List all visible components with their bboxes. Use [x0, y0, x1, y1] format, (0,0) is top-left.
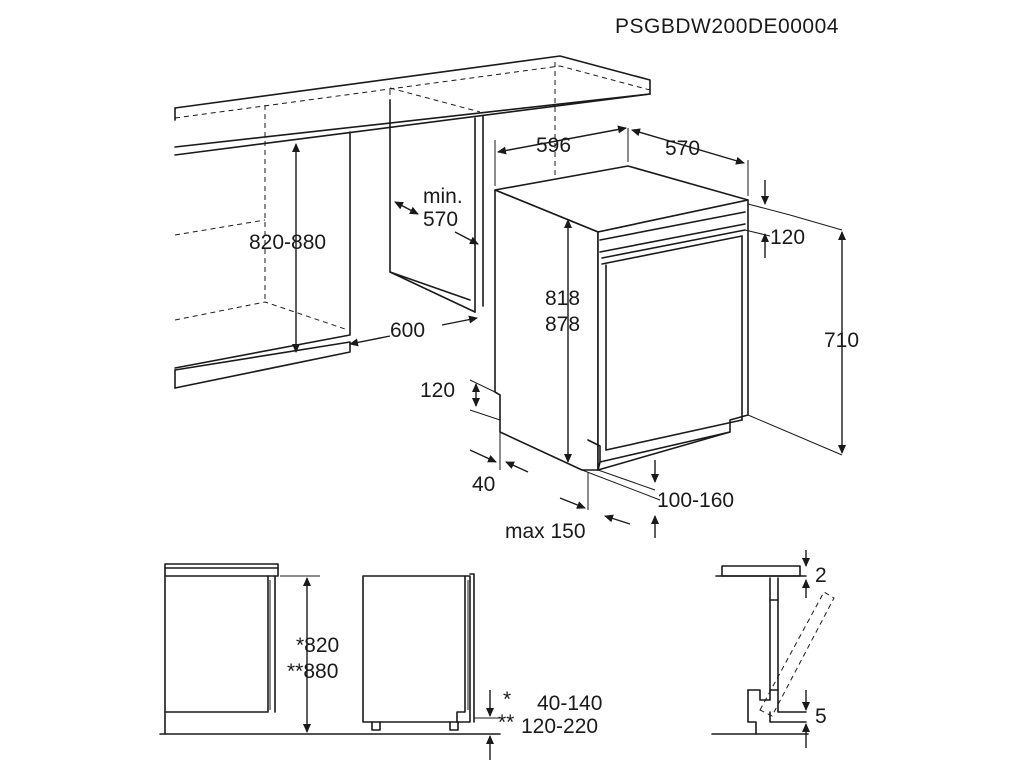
- kitchen-niche: [174, 55, 651, 389]
- label-width: 596: [536, 134, 571, 157]
- label-plinth-b-mark: **: [498, 711, 514, 734]
- label-bottom-clearance: 5: [815, 705, 827, 728]
- label-plinth-a-mark: *: [503, 688, 511, 711]
- side-view: *820 **880 * 40-140 ** 120-220: [159, 563, 602, 760]
- dishwasher: [494, 165, 749, 471]
- label-top-clearance: 2: [815, 564, 827, 587]
- label-niche-depth: 600: [390, 319, 425, 342]
- label-min: min.: [423, 185, 463, 208]
- label-plinth-offset: 100-160: [657, 489, 734, 512]
- label-side-height-b: **880: [287, 660, 338, 683]
- label-top-gap: 120: [770, 226, 805, 249]
- label-plinth-recess: 40: [472, 473, 495, 496]
- label-height-b: 878: [545, 313, 580, 336]
- label-height-a: 818: [545, 287, 580, 310]
- label-side-height-a: *820: [296, 634, 339, 657]
- label-min-value: 570: [423, 208, 458, 231]
- label-niche-height: 820-880: [249, 231, 326, 254]
- label-depth: 570: [665, 137, 700, 160]
- clearance-detail: 2 5: [711, 550, 835, 748]
- label-door-height: 710: [824, 329, 859, 352]
- label-plinth-b-value: 120-220: [521, 715, 598, 738]
- label-plinth-max: max 150: [505, 520, 586, 543]
- dimensions-iso: 596 570 820-880 min. 570 600 818 878 120…: [249, 125, 859, 543]
- label-plinth-a-value: 40-140: [537, 692, 602, 715]
- label-plinth-height: 120: [420, 379, 455, 402]
- drawing-code: PSGBDW200DE00004: [615, 15, 839, 38]
